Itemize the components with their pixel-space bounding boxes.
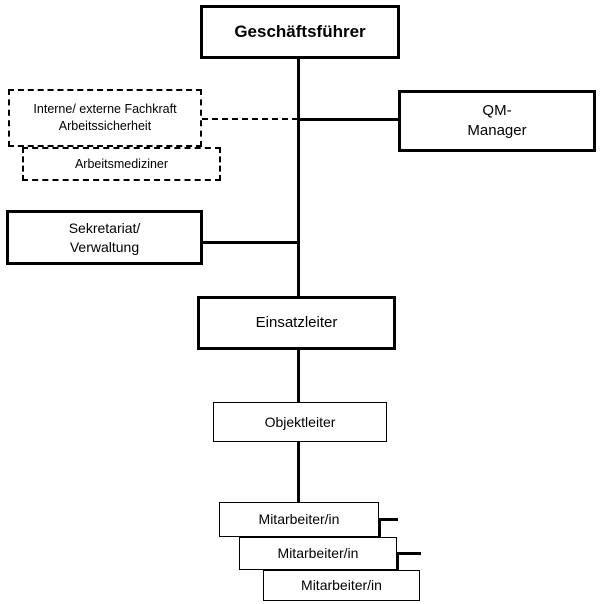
- node-fachkraft-arbeitssicherheit[interactable]: Interne/ externe Fachkraft Arbeitssicher…: [8, 89, 202, 147]
- node-objektleiter[interactable]: Objektleiter: [213, 402, 387, 442]
- node-arbeitsmediziner-label: Arbeitsmediziner: [74, 156, 169, 171]
- connector-ceo-to-fachkraft-dashed: [202, 118, 298, 120]
- node-einsatzleiter[interactable]: Einsatzleiter: [197, 296, 396, 350]
- connector-ceo-to-einsatzleiter: [297, 58, 300, 298]
- node-fachkraft-arbeitssicherheit-label: Interne/ externe Fachkraft Arbeitssicher…: [33, 102, 177, 133]
- connector-mitarbeiter-2-to-3-stub: [396, 552, 421, 555]
- node-mitarbeiter-3[interactable]: Mitarbeiter/in: [263, 570, 420, 601]
- node-sekretariat-verwaltung[interactable]: Sekretariat/ Verwaltung: [6, 210, 203, 265]
- node-geschaeftsfuehrer[interactable]: Geschäftsführer: [200, 5, 400, 59]
- node-sekretariat-verwaltung-label: Sekretariat/ Verwaltung: [68, 219, 141, 255]
- node-qm-manager[interactable]: QM- Manager: [398, 90, 596, 152]
- node-mitarbeiter-3-label: Mitarbeiter/in: [301, 577, 382, 594]
- node-mitarbeiter-1[interactable]: Mitarbeiter/in: [219, 502, 379, 537]
- connector-einsatzleiter-to-objektleiter: [297, 349, 300, 403]
- connector-ceo-to-qm-manager: [297, 118, 400, 121]
- node-qm-manager-label: QM- Manager: [467, 101, 527, 139]
- connector-objektleiter-to-mitarbeiter: [297, 441, 300, 503]
- node-einsatzleiter-label: Einsatzleiter: [255, 313, 338, 331]
- node-arbeitsmediziner[interactable]: Arbeitsmediziner: [22, 147, 221, 181]
- node-mitarbeiter-1-label: Mitarbeiter/in: [258, 511, 340, 528]
- node-mitarbeiter-2[interactable]: Mitarbeiter/in: [239, 537, 397, 570]
- connector-ceo-to-sekretariat: [201, 241, 299, 244]
- connector-mitarbeiter-1-to-2-stub: [378, 518, 398, 521]
- node-geschaeftsfuehrer-label: Geschäftsführer: [234, 21, 366, 41]
- node-mitarbeiter-2-label: Mitarbeiter/in: [277, 545, 359, 562]
- node-objektleiter-label: Objektleiter: [264, 413, 336, 430]
